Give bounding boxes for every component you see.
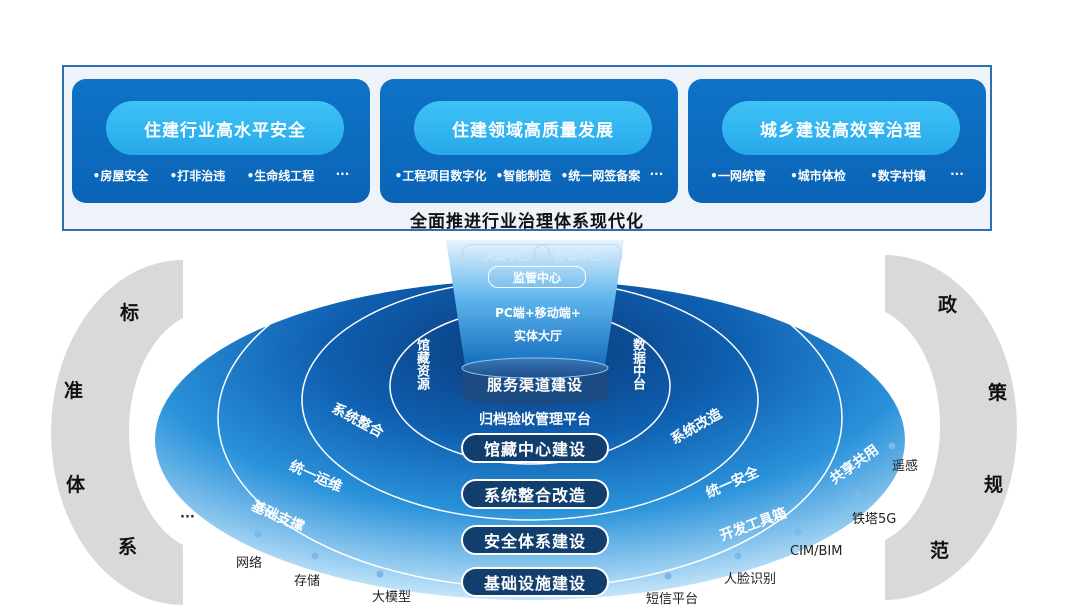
service-more-label: ··· [180,510,195,525]
goal-card-development: 住建领域高质量发展 •工程项目数字化 •智能制造 •统一网签备案 ··· [380,79,678,203]
goal-item: ··· [649,167,664,181]
goals-frame: 住建行业高水平安全 •房屋安全 •打非治违 •生命线工程 ··· 住建领域高质量… [62,65,992,232]
service-dot [734,552,742,560]
supervision-center-pill: 监管中心 [488,266,586,288]
policy-arc [885,255,1017,600]
service-network-label: 网络 [236,556,263,571]
policy-char: 策 [988,382,1008,404]
goal-item: ··· [950,167,964,181]
service-center-pill: 办事中心 [534,244,622,266]
policy-char: 范 [930,540,950,562]
goal-item: •一网统管 [710,169,766,183]
service-dot [376,570,384,578]
goal-item: •打非治违 [169,169,226,183]
goal-title-safety: 住建行业高水平安全 [106,101,344,155]
service-remote-sensing-label: 遥感 [892,459,919,474]
channel-construction-label: 服务渠道建设 [486,376,583,394]
service-tower5g-label: 铁塔5G [852,512,897,527]
service-dot [254,530,262,538]
standards-char: 标 [120,302,140,324]
channels-text: PC端+移动端+ [495,306,581,320]
service-storage-label: 存储 [294,574,321,589]
service-dot [888,442,896,450]
channel-cylinder-top [461,357,609,379]
policy-char: 规 [984,474,1004,496]
channel-cylinder-bottom [462,387,608,405]
goal-card-governance: 城乡建设高效率治理 •一网统管 •城市体检 •数字村镇 ··· [688,79,986,203]
archive-platform-label: 归档验收管理平台 [479,412,591,428]
service-dot [794,528,802,536]
goal-item: •统一网签备案 [560,169,641,183]
service-dot [854,490,862,498]
standards-char: 体 [66,474,86,496]
layer-collection-center: 馆藏中心建设 [461,433,609,463]
hall-text: 实体大厅 [513,329,562,343]
collection-resources-label: 馆藏资源 [414,338,429,390]
goals-caption: 全面推进行业治理体系现代化 [410,212,644,232]
policy-char: 政 [938,294,958,316]
service-llm-label: 大模型 [372,590,412,605]
goal-items-safety: •房屋安全 •打非治违 •生命线工程 ··· [82,167,360,184]
standards-arc [51,260,183,605]
layer-infrastructure: 基础设施建设 [461,567,609,597]
goal-items-governance: •一网统管 •城市体检 •数字村镇 ··· [698,167,976,184]
service-dot [664,572,672,580]
layer-system-integration: 系统整合改造 [461,479,609,509]
goal-item: •数字村镇 [870,169,926,183]
service-face-recognition-label: 人脸识别 [724,572,777,587]
goal-items-development: •工程项目数字化 •智能制造 •统一网签备案 ··· [390,167,668,184]
goal-title-governance: 城乡建设高效率治理 [722,101,960,155]
goal-item: •智能制造 [495,169,552,183]
standards-char: 系 [118,536,138,558]
service-dot [194,492,202,500]
data-platform-label: 数据中台 [630,338,645,390]
goal-card-safety: 住建行业高水平安全 •房屋安全 •打非治违 •生命线工程 ··· [72,79,370,203]
layer-security-system: 安全体系建设 [461,525,609,555]
goal-item: •工程项目数字化 [394,169,487,183]
goal-item: •城市体检 [790,169,846,183]
goal-item: •房屋安全 [92,169,149,183]
service-sms-label: 短信平台 [646,592,699,607]
standards-char: 准 [64,380,84,402]
decision-center-pill: 决策中心 [462,244,550,266]
service-cim-bim-label: CIM/BIM [790,544,843,559]
goal-item: ··· [335,167,350,181]
goal-title-development: 住建领域高质量发展 [414,101,652,155]
goal-item: •生命线工程 [246,169,315,183]
service-dot [311,552,319,560]
